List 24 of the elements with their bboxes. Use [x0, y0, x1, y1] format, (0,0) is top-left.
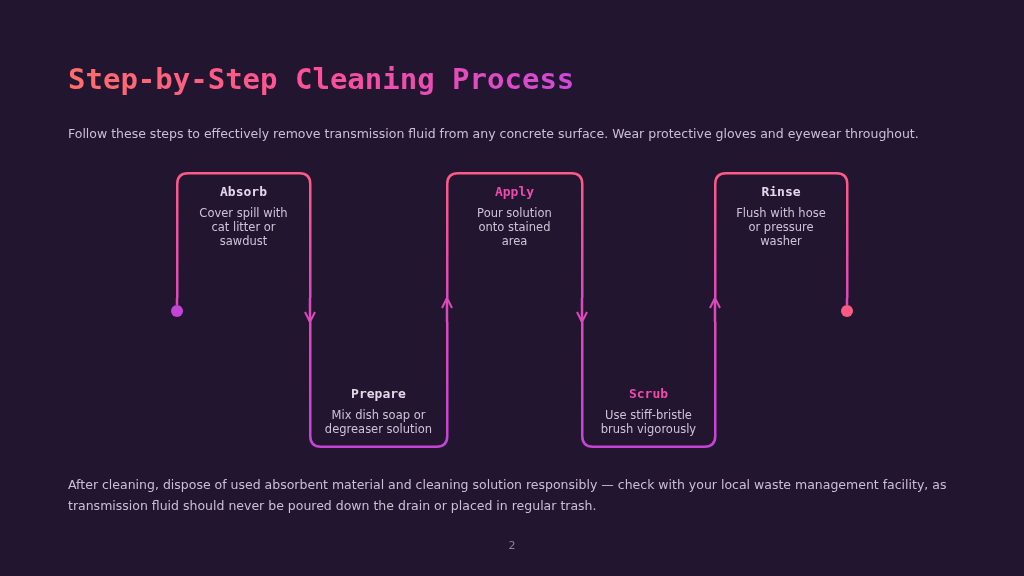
step-heading: Absorb	[220, 184, 267, 199]
arrow	[441, 297, 453, 322]
intro-text: Follow these steps to effectively remove transmission fluid from any concrete surface. Wear protective gloves and eyewear throughout.	[68, 125, 920, 143]
step-frame	[175, 172, 312, 298]
endpoint-dot	[841, 305, 853, 317]
step-heading: Prepare	[351, 386, 406, 401]
step-description: Use stiff-bristle brush vigorously	[599, 408, 698, 436]
closing-note: After cleaning, dispose of used absorbent material and cleaning solution responsibly — check with your local waste management facility, as transmission fluid should never be poured down the drain or placed in regular trash.	[68, 476, 948, 515]
step-description: Pour solution onto stained area	[476, 206, 553, 248]
step-description: Mix dish soap or degreaser solution	[323, 408, 434, 436]
step-frame	[713, 172, 849, 298]
step-frame	[308, 322, 449, 448]
arrow	[709, 297, 721, 322]
step-heading: Rinse	[761, 184, 801, 199]
step-frame	[445, 172, 584, 298]
endpoint-dot	[171, 305, 183, 317]
page-number: 2	[507, 539, 517, 552]
arrow	[304, 298, 316, 323]
step-description: Cover spill with cat litter or sawdust	[198, 206, 289, 248]
step-description: Flush with hose or pressure washer	[735, 206, 827, 248]
step-frame	[580, 322, 717, 448]
arrow	[576, 298, 588, 323]
step-heading: Apply	[494, 184, 535, 199]
step-heading: Scrub	[628, 386, 669, 401]
